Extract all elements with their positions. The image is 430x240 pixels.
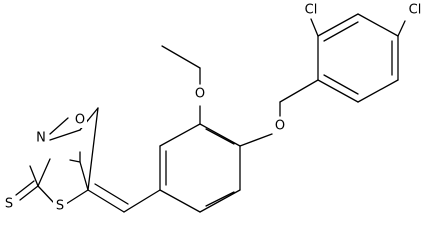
bond (279, 79, 319, 103)
bond (69, 159, 81, 163)
atom-bg (404, 2, 426, 18)
bond (323, 74, 359, 95)
bond (49, 117, 69, 135)
ether-oxygen-label: O (275, 119, 285, 134)
bond (159, 189, 201, 213)
ring-sulfur-label: S (56, 199, 64, 214)
atom-bg (53, 198, 67, 214)
chlorine-atom-label: Cl (409, 3, 422, 18)
bond (161, 45, 201, 69)
bonds (15, 13, 406, 213)
bond (239, 133, 273, 147)
bond (357, 13, 399, 37)
atom-bg (273, 118, 287, 134)
bond (15, 180, 35, 196)
bond (37, 158, 51, 187)
nitrogen-atom-label: N (36, 131, 46, 146)
bond (317, 13, 359, 37)
bond (29, 165, 39, 187)
bond (94, 183, 129, 205)
bond (49, 129, 81, 141)
bond (87, 107, 99, 191)
atom-bg (73, 112, 87, 128)
bond (199, 123, 241, 147)
bond (65, 189, 89, 205)
atom-labels: Cl Cl O O O N S S (2, 2, 426, 214)
bond (317, 79, 359, 103)
bond (123, 189, 161, 213)
bond (323, 21, 359, 42)
atom-bg (193, 86, 207, 102)
bond (79, 161, 89, 191)
bond (205, 128, 235, 145)
atom-bg (34, 130, 48, 146)
molecule-structure: Cl Cl O O O N S S (2, 2, 426, 214)
chlorine-atom-label: Cl (305, 3, 318, 18)
thione-sulfur-label: S (5, 197, 13, 212)
bond (37, 185, 55, 204)
bond (310, 18, 319, 37)
carbonyl-oxygen-label: O (75, 113, 85, 128)
bond (357, 79, 399, 103)
bond (159, 123, 201, 147)
bond (205, 191, 235, 207)
bond (87, 189, 125, 213)
bond (397, 20, 406, 37)
atom-bg (2, 196, 16, 212)
ethoxy-oxygen-label: O (195, 87, 205, 102)
atom-bg (301, 2, 321, 18)
bond (19, 185, 39, 201)
ring-core (87, 107, 99, 191)
bond (199, 189, 241, 213)
